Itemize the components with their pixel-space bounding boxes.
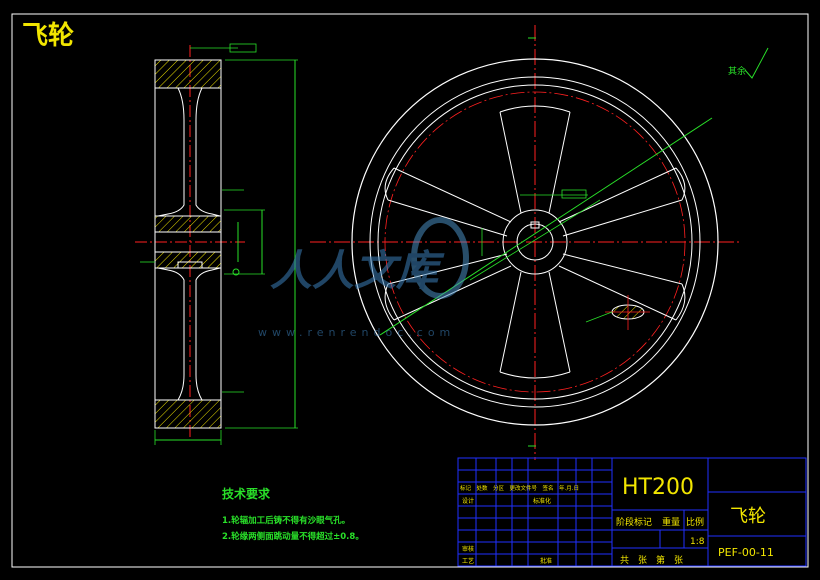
- watermark-logo-text: 人人文库: [270, 246, 445, 295]
- tech-requirement-item: 2.轮缘两侧面跳动量不得超过±0.8。: [222, 531, 364, 542]
- hub-lower-section: [154, 251, 222, 269]
- approve-label: 批准: [540, 557, 552, 565]
- surface-finish-label: 其余: [728, 65, 746, 77]
- section-view: [135, 43, 298, 445]
- spokes: [384, 105, 686, 379]
- part-name: 飞轮: [730, 506, 766, 527]
- rim-bottom-section: [154, 399, 222, 429]
- tech-requirement-item: 1.轮辐加工后铸不得有沙眼气孔。: [222, 515, 350, 526]
- sheet-label: 共 张 第 张: [620, 554, 683, 566]
- hub-outer-circle: [502, 209, 568, 275]
- stage-label: 阶段标记: [616, 516, 652, 528]
- check-label: 审核: [462, 545, 474, 553]
- title-block: [457, 457, 807, 567]
- drawing-number: PEF-00-11: [718, 546, 774, 559]
- drawing-border: [11, 13, 809, 568]
- page-title: 飞轮: [22, 21, 74, 51]
- weight-label: 重量: [662, 516, 680, 528]
- rim-outer-circle: [351, 58, 719, 426]
- process-label: 工艺: [462, 557, 474, 565]
- scale-label: 比例: [686, 516, 704, 528]
- surface-finish-symbol: [744, 47, 769, 79]
- front-view: 其余: [310, 25, 769, 460]
- tech-requirements: 技术要求 1.轮辐加工后铸不得有沙眼气孔。 2.轮缘两侧面跳动量不得超过±0.8…: [222, 486, 364, 542]
- hub-upper-section: [154, 215, 222, 233]
- tech-requirements-heading: 技术要求: [222, 486, 271, 501]
- watermark: 人人文库 www.renrendoc.com: [258, 217, 469, 339]
- bore-circle: [516, 223, 554, 261]
- material-value: HT200: [622, 475, 694, 500]
- scale-value: 1:8: [690, 537, 705, 547]
- rim-top-section: [154, 59, 222, 89]
- watermark-url: www.renrendoc.com: [258, 326, 455, 339]
- standardization-label: 标准化: [533, 497, 551, 505]
- diameter-leader: [379, 117, 713, 336]
- design-label: 设计: [462, 497, 474, 505]
- revision-header: 标记 处数 分区 更改文件号 签名 年.月.日: [460, 484, 579, 492]
